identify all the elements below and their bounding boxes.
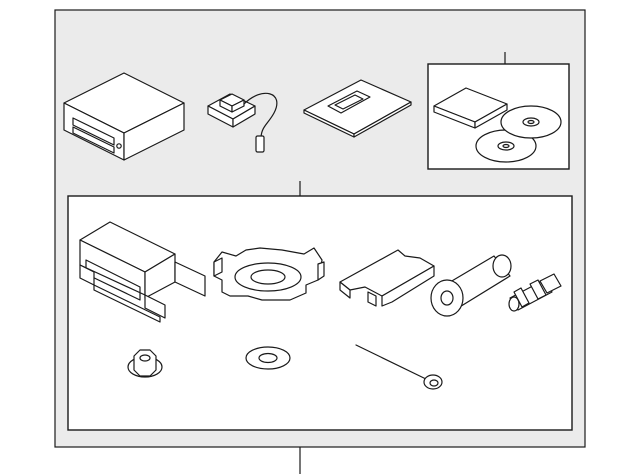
navigation-unit xyxy=(63,72,185,161)
support-bracket xyxy=(339,249,435,307)
washer xyxy=(245,346,291,370)
retainer-clip xyxy=(213,247,325,301)
sleeve xyxy=(430,254,512,317)
connector-fitting xyxy=(508,273,562,312)
map-disc-kit xyxy=(433,87,562,163)
pin xyxy=(355,344,443,390)
flange-nut xyxy=(127,349,163,378)
gps-antenna xyxy=(207,92,278,153)
hardware-kit-box xyxy=(67,195,573,431)
mounting-bracket-plate xyxy=(303,79,412,138)
harness-connector-bracket xyxy=(79,221,206,323)
